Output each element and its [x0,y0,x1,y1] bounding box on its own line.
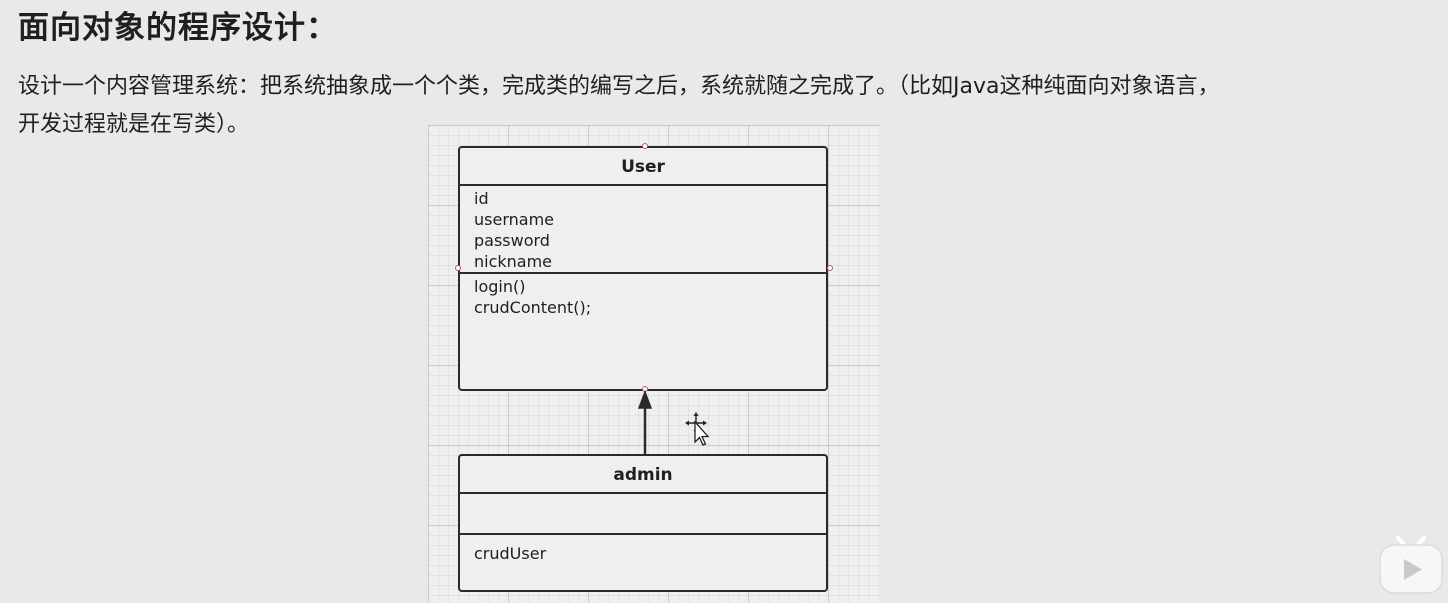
method-crud-content: crudContent(); [474,298,592,317]
class-attributes: id username password nickname [460,186,826,274]
class-methods: crudUser [460,535,826,564]
attribute-username: username [474,210,554,229]
attribute-password: password [474,231,550,250]
class-methods: login() crudContent(); [460,274,826,318]
resize-handle-bottom[interactable] [642,386,648,392]
uml-class-admin[interactable]: admin crudUser [458,454,828,592]
page-title: 面向对象的程序设计： [18,10,338,46]
class-name: admin [460,456,826,494]
resize-handle-top[interactable] [642,143,648,149]
uml-class-user[interactable]: User id username password nickname login… [458,146,828,391]
attribute-nickname: nickname [474,252,553,271]
attribute-id: id [474,189,489,208]
resize-handle-left[interactable] [455,265,461,271]
description-paragraph: 设计一个内容管理系统：把系统抽象成一个个类，完成类的编写之后，系统就随之完成了。… [18,68,1443,144]
paragraph-line-1: 设计一个内容管理系统：把系统抽象成一个个类，完成类的编写之后，系统就随之完成了。… [18,74,1220,99]
paragraph-line-2: 开发过程就是在写类）。 [18,112,250,137]
resize-handle-right[interactable] [827,265,833,271]
method-crud-user: crudUser [474,544,547,563]
play-button-icon[interactable] [1378,532,1444,596]
move-cursor-icon [685,412,710,446]
class-name: User [460,148,826,186]
method-login: login() [474,277,526,296]
class-attributes [460,494,826,535]
